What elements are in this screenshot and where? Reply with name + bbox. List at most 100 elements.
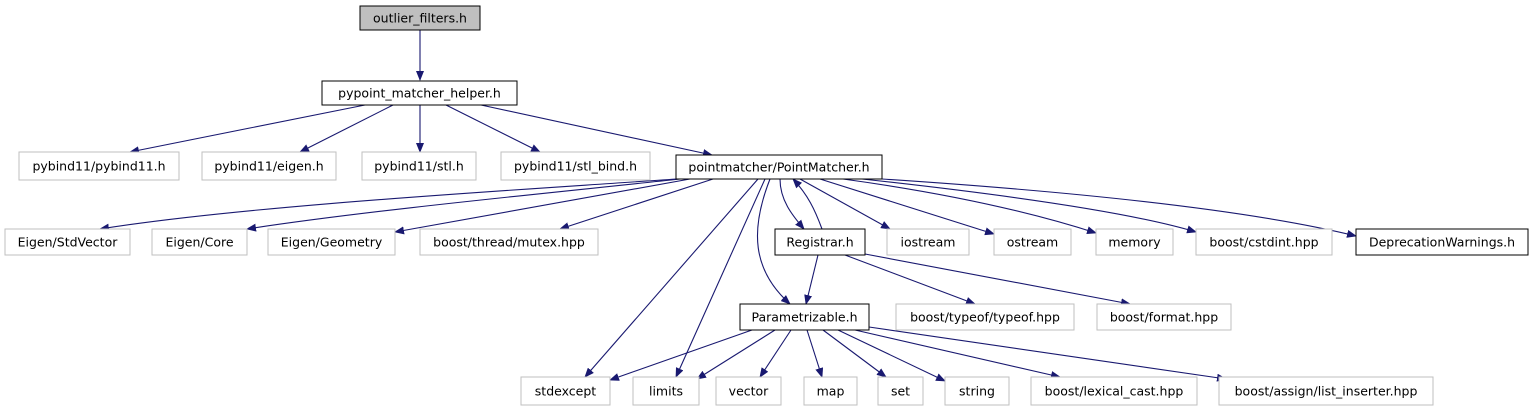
node-label-deprecation: DeprecationWarnings.h: [1369, 235, 1515, 250]
node-box-boost_mutex: [419, 228, 599, 256]
node-label-memory: memory: [1108, 235, 1161, 250]
node-box-ostream: [993, 228, 1072, 256]
node-box-pybind11_eigen: [201, 151, 337, 181]
node-registrar[interactable]: Registrar.h: [774, 228, 866, 256]
edge-registrar-to-boost_format: [864, 253, 1131, 307]
edge-pointmatcher-to-eigen_stdvector: [99, 178, 677, 232]
edge-pointmatcher-to-registrar: [779, 178, 805, 230]
node-box-boost_typeof: [895, 303, 1075, 331]
node-pybind11_stl_bind: pybind11/stl_bind.h: [500, 151, 651, 181]
node-label-outlier_filters: outlier_filters.h: [373, 11, 467, 26]
edge-pointmatcher-to-parametrizable: [756, 178, 791, 305]
node-box-limits: [632, 376, 700, 406]
node-ostream: ostream: [993, 228, 1072, 256]
nodes-layer: outlier_filters.h pypoint_matcher_helper.…: [4, 5, 1529, 406]
edge-pointmatcher-to-iostream: [799, 178, 891, 230]
node-label-string: string: [959, 384, 995, 399]
node-label-boost_typeof: boost/typeof/typeof.hpp: [910, 310, 1060, 325]
node-label-vector: vector: [729, 384, 770, 399]
node-box-registrar: [774, 228, 866, 256]
node-box-map: [803, 376, 858, 406]
node-box-eigen_core: [151, 228, 248, 256]
node-label-pypoint_matcher_helper: pypoint_matcher_helper.h: [338, 86, 501, 101]
node-box-eigen_stdvector: [4, 228, 131, 256]
node-label-eigen_core: Eigen/Core: [165, 235, 233, 250]
node-eigen_geometry: Eigen/Geometry: [267, 228, 396, 256]
node-label-stdexcept: stdexcept: [535, 384, 596, 399]
edge-parametrizable-to-set: [822, 329, 887, 378]
node-label-pybind11_pybind11: pybind11/pybind11.h: [32, 159, 165, 174]
node-pointmatcher[interactable]: pointmatcher/PointMatcher.h: [675, 154, 883, 180]
edge-registrar-to-boost_typeof: [844, 254, 976, 305]
node-label-boost_format: boost/format.hpp: [1110, 310, 1218, 325]
node-label-boost_lexical_cast: boost/lexical_cast.hpp: [1045, 384, 1184, 399]
node-label-pybind11_stl_bind: pybind11/stl_bind.h: [514, 159, 637, 174]
node-box-outlier_filters: [359, 5, 481, 31]
edge-pointmatcher-to-limits: [675, 178, 766, 378]
node-box-boost_format: [1096, 303, 1232, 331]
node-label-iostream: iostream: [901, 235, 956, 250]
edge-pointmatcher-to-deprecation: [881, 178, 1357, 238]
node-label-eigen_stdvector: Eigen/StdVector: [18, 235, 119, 250]
node-map: map: [803, 376, 858, 406]
node-pybind11_stl: pybind11/stl.h: [361, 151, 477, 181]
node-box-vector: [715, 376, 782, 406]
edge-pointmatcher-to-eigen_geometry: [394, 178, 691, 235]
edge-registrar-to-parametrizable: [804, 254, 819, 305]
node-boost_lexical_cast: boost/lexical_cast.hpp: [1030, 376, 1198, 406]
node-pypoint_matcher_helper[interactable]: pypoint_matcher_helper.h: [321, 80, 518, 106]
node-box-deprecation: [1355, 228, 1529, 256]
node-box-boost_list_inserter: [1218, 376, 1434, 406]
node-box-string: [944, 376, 1010, 406]
node-vector: vector: [715, 376, 782, 406]
node-deprecation[interactable]: DeprecationWarnings.h: [1355, 228, 1529, 256]
node-label-pybind11_stl: pybind11/stl.h: [374, 159, 464, 174]
edge-registrar-to-pointmatcher: [792, 178, 823, 230]
node-box-pointmatcher: [675, 154, 883, 180]
edge-pointmatcher-to-stdexcept: [584, 178, 759, 378]
edge-pointmatcher-to-ostream: [819, 178, 995, 236]
edge-parametrizable-to-map: [806, 329, 824, 378]
node-parametrizable[interactable]: Parametrizable.h: [739, 303, 870, 331]
node-box-parametrizable: [739, 303, 870, 331]
node-box-iostream: [886, 228, 970, 256]
node-label-limits: limits: [649, 384, 683, 399]
node-box-pypoint_matcher_helper: [321, 80, 518, 106]
node-box-boost_cstdint: [1195, 228, 1333, 256]
edge-parametrizable-to-limits: [696, 329, 776, 380]
node-eigen_core: Eigen/Core: [151, 228, 248, 256]
node-label-set: set: [891, 384, 910, 399]
node-label-registrar: Registrar.h: [786, 235, 853, 250]
edge-pointmatcher-to-boost_mutex: [559, 178, 714, 231]
node-label-map: map: [817, 384, 845, 399]
edge-parametrizable-to-vector: [759, 329, 792, 378]
node-box-memory: [1095, 228, 1174, 256]
edge-parametrizable-to-string: [837, 329, 946, 382]
node-limits: limits: [632, 376, 700, 406]
node-eigen_stdvector: Eigen/StdVector: [4, 228, 131, 256]
node-boost_list_inserter: boost/assign/list_inserter.hpp: [1218, 376, 1434, 406]
node-set: set: [877, 376, 924, 406]
edge-pointmatcher-to-eigen_core: [246, 178, 681, 232]
node-boost_format: boost/format.hpp: [1096, 303, 1232, 331]
node-box-eigen_geometry: [267, 228, 396, 256]
node-box-boost_lexical_cast: [1030, 376, 1198, 406]
edge-pointmatcher-to-memory: [842, 178, 1097, 235]
node-boost_typeof: boost/typeof/typeof.hpp: [895, 303, 1075, 331]
edge-pypoint_matcher_helper-to-pybind11_eigen: [299, 104, 394, 153]
node-outlier_filters[interactable]: outlier_filters.h: [359, 5, 481, 31]
node-label-ostream: ostream: [1007, 235, 1058, 250]
edge-pypoint_matcher_helper-to-pybind11_stl_bind: [445, 104, 541, 153]
node-box-pybind11_stl_bind: [500, 151, 651, 181]
node-string: string: [944, 376, 1010, 406]
edge-parametrizable-to-stdexcept: [609, 329, 753, 381]
node-label-boost_list_inserter: boost/assign/list_inserter.hpp: [1235, 384, 1418, 399]
node-label-pointmatcher: pointmatcher/PointMatcher.h: [688, 160, 869, 175]
node-label-pybind11_eigen: pybind11/eigen.h: [214, 159, 323, 174]
node-label-eigen_geometry: Eigen/Geometry: [281, 235, 383, 250]
node-box-pybind11_pybind11: [18, 151, 180, 181]
node-label-parametrizable: Parametrizable.h: [751, 310, 857, 325]
node-box-stdexcept: [520, 376, 611, 406]
node-boost_mutex: boost/thread/mutex.hpp: [419, 228, 599, 256]
